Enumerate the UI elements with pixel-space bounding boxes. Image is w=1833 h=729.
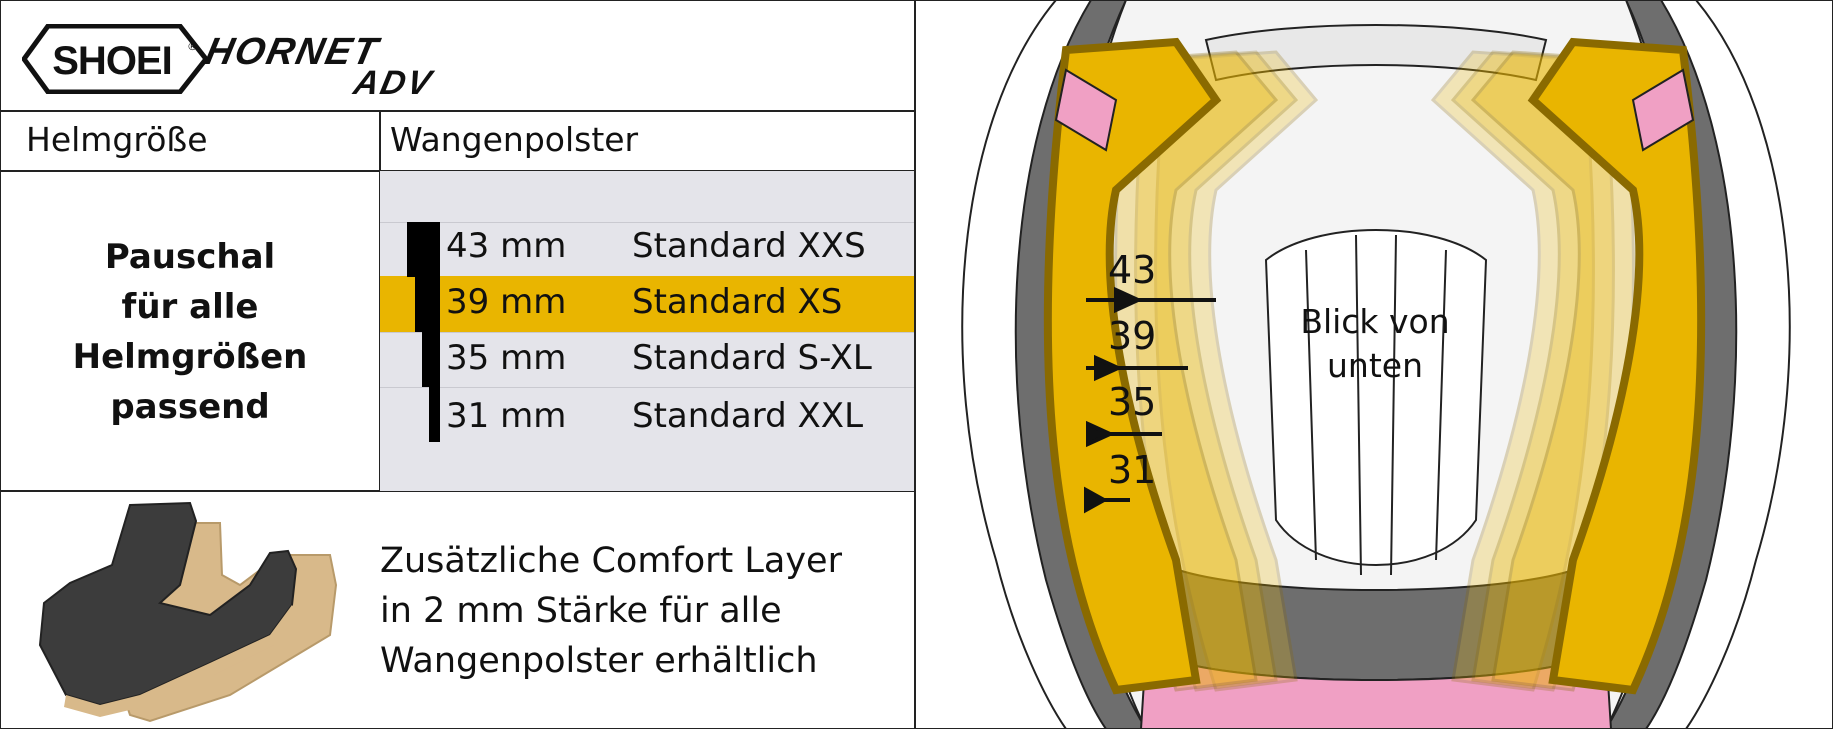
row-label: Standard XS — [632, 282, 843, 322]
arrow-39 — [1086, 366, 1188, 370]
divider-under-logo — [0, 110, 914, 112]
row-label: Standard XXL — [632, 396, 864, 436]
pad-thickness-label: 35 — [1108, 380, 1157, 424]
arrow-35 — [1086, 432, 1162, 436]
row-thickness: 39 mm — [446, 282, 567, 322]
brand-logo: SHOEI ® HORNET ADV — [20, 23, 542, 102]
table-row-selected[interactable] — [380, 276, 914, 332]
view-from-below-label: Blick von unten — [1300, 302, 1450, 385]
row-label: Standard S-XL — [632, 338, 872, 378]
pad-thickness-label: 39 — [1108, 314, 1157, 358]
comfort-layer-note: Zusätzliche Comfort Layer in 2 mm Stärke… — [380, 541, 842, 681]
helmet-cheek-pad-diagram — [961, 0, 1791, 729]
svg-text:®: ® — [187, 40, 198, 53]
row-label: Standard XXS — [632, 226, 866, 266]
row-thickness: 35 mm — [446, 338, 567, 378]
thickness-bar-35 — [422, 332, 440, 387]
thickness-bar-31 — [429, 387, 440, 442]
pad-thickness-label: 31 — [1108, 448, 1157, 492]
comfort-layer-illustration — [38, 501, 338, 723]
logo-text: SHOEI — [52, 39, 171, 83]
row-thickness: 31 mm — [446, 396, 567, 436]
pad-thickness-label: 43 — [1108, 248, 1157, 292]
model-name-line2: ADV — [349, 64, 437, 94]
header-cheek-pads: Wangenpolster — [390, 120, 639, 159]
header-helmet-size: Helmgröße — [26, 120, 208, 159]
arrow-31 — [1086, 498, 1130, 502]
arrow-43 — [1086, 298, 1216, 302]
row-thickness: 43 mm — [446, 226, 567, 266]
divider-vertical-main — [914, 0, 916, 729]
size-note: Pauschal für alle Helmgrößen passend — [72, 237, 308, 427]
model-name-line1: HORNET — [202, 30, 385, 73]
thickness-bar-43 — [407, 222, 440, 277]
thickness-bar-39 — [415, 277, 440, 332]
divider-under-table — [0, 490, 914, 492]
